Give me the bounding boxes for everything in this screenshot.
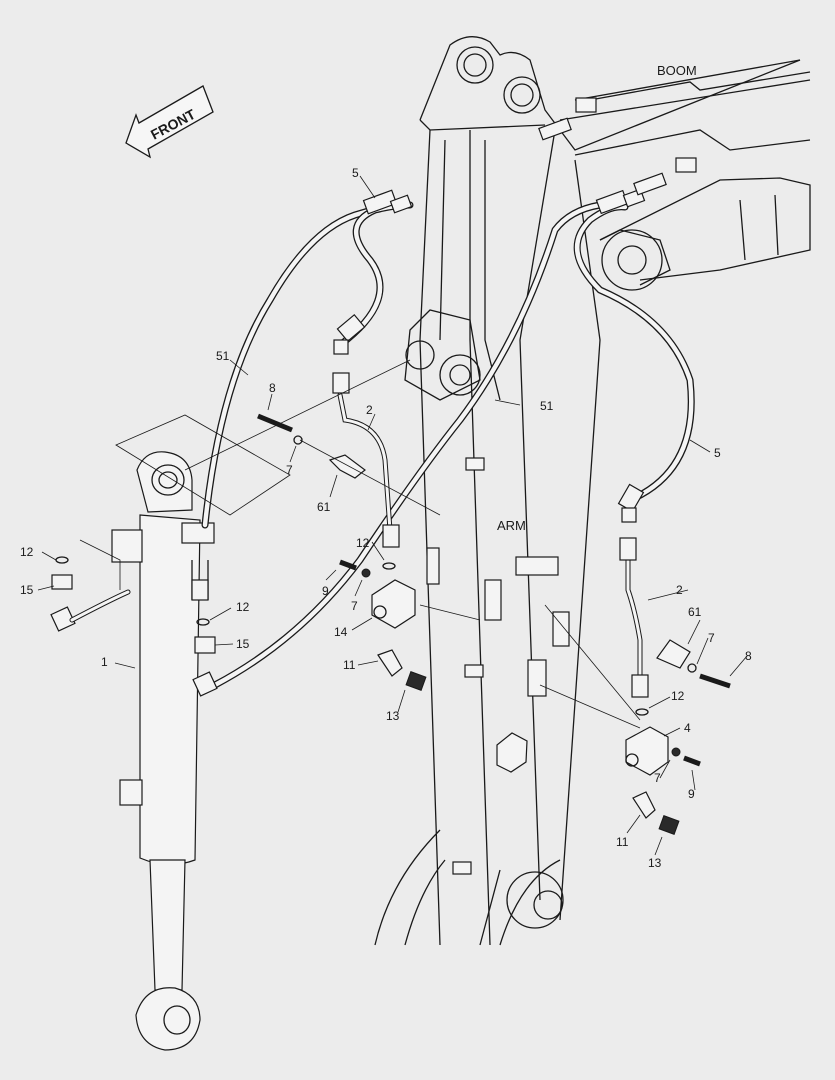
leader-lines [37, 175, 748, 856]
arm-block [484, 579, 502, 621]
boom-fittings [362, 97, 697, 215]
arm-bracket [465, 457, 485, 471]
arm-block [426, 547, 440, 585]
arm-block [552, 611, 570, 647]
arm-label: ARM [497, 518, 526, 533]
callout-12: 12 [671, 689, 685, 703]
callout-61: 61 [317, 500, 331, 514]
callout-7: 7 [286, 463, 293, 477]
callout-1: 1 [101, 655, 108, 669]
callout-8: 8 [745, 649, 752, 663]
callout-14: 14 [334, 625, 348, 639]
callout-15: 15 [236, 637, 250, 651]
callout-9: 9 [688, 787, 695, 801]
callout-9: 9 [322, 584, 329, 598]
block-14 [371, 579, 416, 629]
callout-7: 7 [654, 771, 661, 785]
callout-labels: 5 51 8 2 51 7 61 5 12 15 12 9 7 14 12 15… [20, 166, 752, 870]
callout-13: 13 [648, 856, 662, 870]
clamp-61 [656, 639, 691, 669]
clamp-block [527, 659, 547, 697]
callout-51: 51 [540, 399, 554, 413]
callout-5: 5 [714, 446, 721, 460]
clamp-block [515, 556, 559, 576]
callout-12: 12 [236, 600, 250, 614]
callout-7: 7 [351, 599, 358, 613]
arm-structure: ARM [374, 129, 601, 946]
callout-11: 11 [616, 835, 629, 849]
callout-8: 8 [269, 381, 276, 395]
callout-11: 11 [343, 658, 356, 672]
callout-7: 7 [708, 631, 715, 645]
boom-label: BOOM [657, 63, 697, 78]
pipe-2 [332, 313, 649, 698]
arm-plate [496, 732, 528, 773]
hose-5 [336, 201, 695, 504]
callout-12: 12 [356, 536, 370, 550]
arm-bracket [464, 664, 484, 678]
callout-4: 4 [684, 721, 691, 735]
callout-13: 13 [386, 709, 400, 723]
block-4 [625, 726, 669, 776]
front-arrow: FRONT [125, 85, 214, 159]
callout-12: 12 [20, 545, 34, 559]
callout-15: 15 [20, 583, 34, 597]
callout-5: 5 [352, 166, 359, 180]
callout-2: 2 [366, 403, 373, 417]
boom-structure: BOOM [419, 36, 811, 291]
arm-bracket [452, 861, 472, 875]
callout-61: 61 [688, 605, 702, 619]
callout-51: 51 [216, 349, 230, 363]
valve-fittings [50, 413, 731, 835]
cylinder [111, 451, 215, 1051]
callout-2: 2 [676, 583, 683, 597]
